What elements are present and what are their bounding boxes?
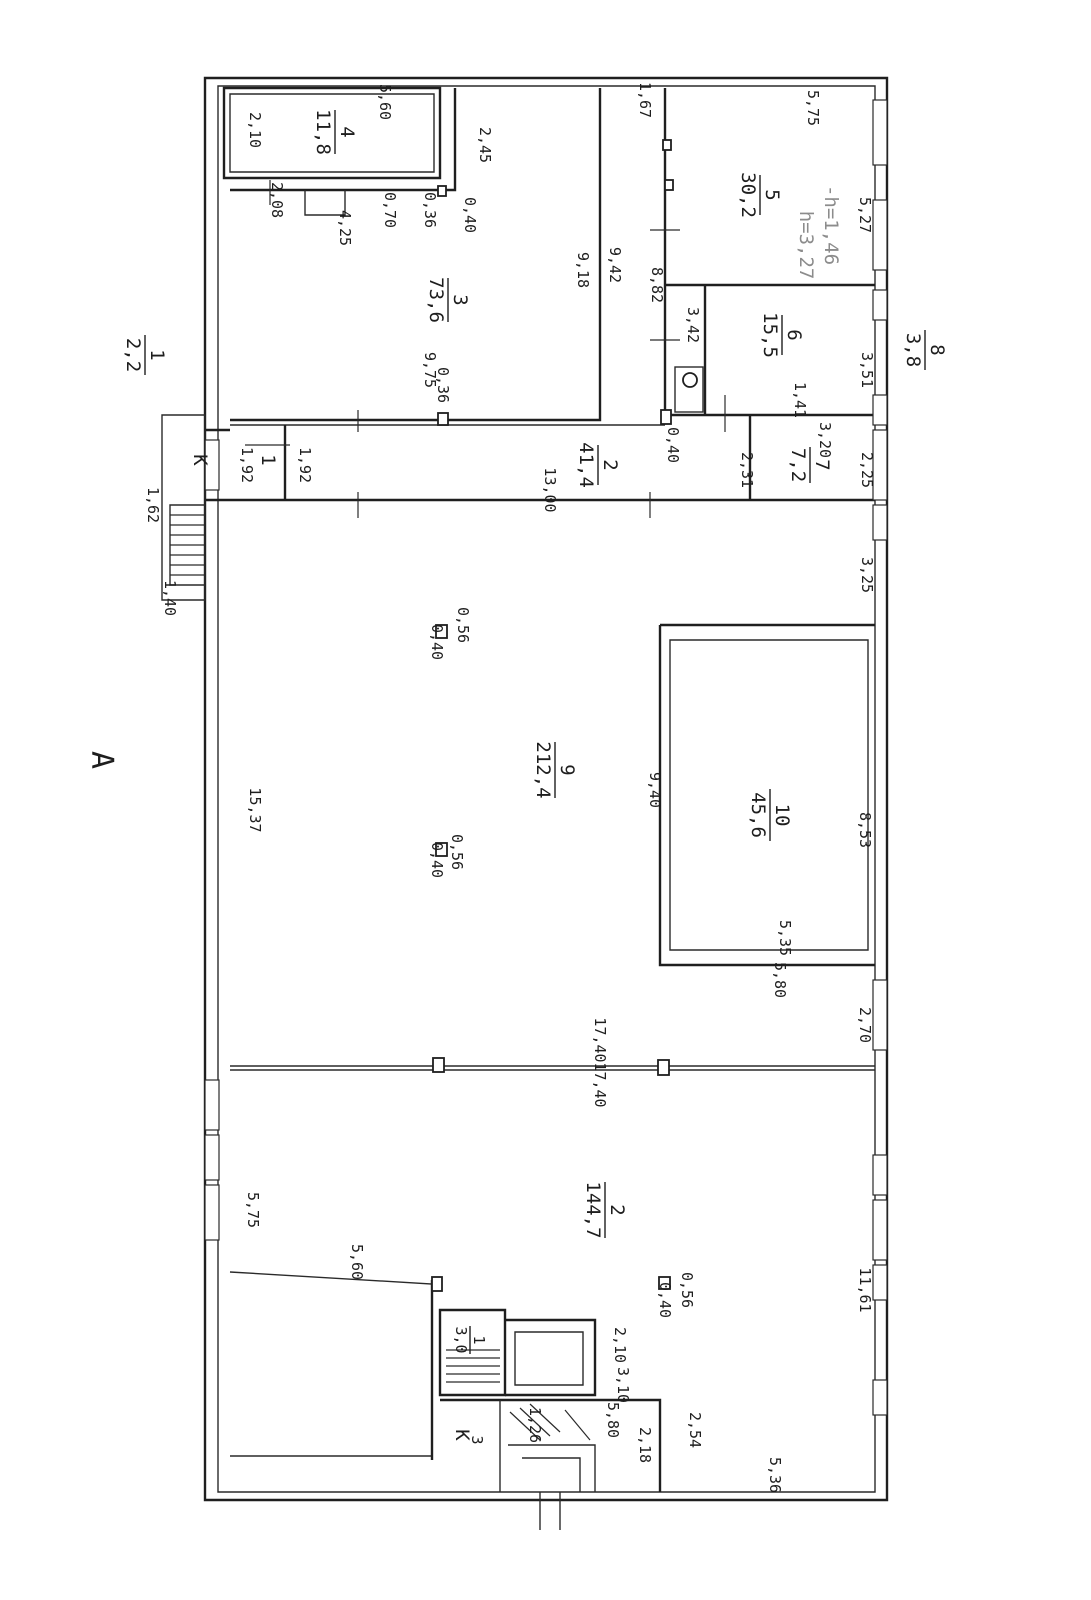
dim-0-56b: 0,56 — [448, 834, 466, 870]
room-5-height-2: -h=1,46 — [820, 185, 842, 265]
dim-2-10: 2,10 — [246, 112, 264, 148]
dim-0-40d: 0,40 — [428, 842, 446, 878]
room-5-area: 30,2 — [737, 172, 759, 218]
dim-0-40b: 0,40 — [664, 427, 682, 463]
dim-5-80: 5,80 — [771, 962, 789, 998]
dim-5-35: 5,35 — [776, 920, 794, 956]
dim-2-45: 2,45 — [476, 127, 494, 163]
dim-5-36: 5,36 — [766, 1457, 784, 1493]
dim-15-37: 15,37 — [246, 787, 264, 832]
room-7-area: 7,2 — [787, 448, 809, 482]
dim-0-36a: 0,36 — [421, 192, 439, 228]
room-2b-number: 2 — [606, 1204, 628, 1215]
room-6-area: 15,5 — [759, 312, 781, 358]
room-4-area: 11,8 — [312, 109, 334, 155]
frac-1-num: 1 — [146, 349, 168, 360]
dim-9-42: 9,42 — [606, 247, 624, 283]
frac-1-den: 2,2 — [122, 338, 144, 372]
dim-1-62: 1,62 — [144, 487, 162, 523]
dim-17-40a: 17,40 — [591, 1017, 609, 1062]
interior-walls — [222, 86, 875, 1530]
room-1-number: 1 — [257, 454, 279, 465]
stair-mark-sub: 3 — [468, 1435, 486, 1444]
outer-walls — [203, 76, 889, 1502]
dim-3-10: 3,10 — [614, 1367, 632, 1403]
dim-8-53: 8,53 — [856, 812, 874, 848]
room-5-height: h=3,27 — [795, 211, 817, 280]
dim-11-61: 11,61 — [856, 1267, 874, 1312]
dim-2-08: 2,08 — [268, 182, 286, 218]
dim-1-40: 1,40 — [161, 580, 179, 616]
entrance-mark: K — [189, 454, 211, 466]
dim-5-75b: 5,75 — [244, 1192, 262, 1228]
room-9-number: 9 — [556, 764, 578, 775]
dim-2-18: 2,18 — [636, 1427, 654, 1463]
dim-1-41: 1,41 — [791, 382, 809, 418]
room-labels: 4 11,8 3 73,6 5 30,2 h=3,27 -h=1,46 6 15… — [257, 109, 842, 1354]
dim-9-40: 9,40 — [646, 772, 664, 808]
dim-5-75: 5,75 — [804, 90, 822, 126]
dim-0-56c: 0,56 — [678, 1272, 696, 1308]
dim-5-60b: 5,60 — [348, 1244, 366, 1280]
room-9-area: 212,4 — [532, 741, 554, 798]
dim-0-36b: 0,36 — [434, 367, 452, 403]
dim-5-27: 5,27 — [856, 197, 874, 233]
dim-1-92a: 1,92 — [238, 447, 256, 483]
dim-4-25: 4,25 — [336, 210, 354, 246]
dim-2-25: 2,25 — [858, 452, 876, 488]
room-3-area: 73,6 — [425, 277, 447, 323]
inner-stair-hatch — [446, 1349, 591, 1441]
dim-17-40b: 17,40 — [591, 1062, 609, 1107]
dim-8-82: 8,82 — [648, 267, 666, 303]
room-4-number: 4 — [336, 126, 358, 137]
dim-9-75: 9,75 — [421, 352, 439, 388]
frac-8-den: 3,8 — [902, 333, 924, 367]
wall-ticks — [245, 180, 726, 518]
dim-1-67: 1,67 — [636, 82, 654, 118]
dim-0-70: 0,70 — [381, 192, 399, 228]
dim-0-56a: 0,56 — [454, 607, 472, 643]
room-stair-area: 3,0 — [452, 1326, 470, 1353]
dim-9-18: 9,18 — [574, 252, 592, 288]
sheet-letter: A — [84, 751, 119, 769]
room-2b-area: 144,7 — [582, 1181, 604, 1238]
dim-0-40e: 0,40 — [656, 1282, 674, 1318]
frac-8-num: 8 — [926, 344, 948, 355]
dim-5-60: 5,60 — [376, 84, 394, 120]
dim-0-40c: 0,40 — [428, 624, 446, 660]
dim-2-10b: 2,10 — [611, 1327, 629, 1363]
dim-3-25: 3,25 — [858, 557, 876, 593]
dim-0-40a: 0,40 — [461, 197, 479, 233]
room-3-number: 3 — [449, 294, 471, 305]
dim-2-70: 2,70 — [856, 1007, 874, 1043]
stair-mark: K — [451, 1429, 473, 1441]
dim-1-26: 1,26 — [526, 1407, 544, 1443]
room-stair-number: 1 — [470, 1335, 488, 1344]
dim-5-80b: 5,80 — [604, 1402, 622, 1438]
room-2a-area: 41,4 — [575, 442, 597, 488]
page-marks: A K K 3 1 2,2 8 3,8 — [84, 330, 948, 1445]
dim-3-42: 3,42 — [684, 307, 702, 343]
dim-1-92b: 1,92 — [296, 447, 314, 483]
dim-2-31: 2,31 — [738, 452, 756, 488]
room-5-number: 5 — [761, 189, 783, 200]
room-2a-number: 2 — [599, 459, 621, 470]
room-10-number: 10 — [771, 804, 793, 827]
dim-3-51: 3,51 — [858, 352, 876, 388]
dimension-labels: 5,60 2,10 2,45 2,08 4,25 0,70 0,36 0,40 … — [144, 82, 876, 1493]
columns — [431, 139, 704, 1292]
windows — [204, 99, 888, 1416]
room-6-number: 6 — [783, 329, 805, 340]
room-7-number: 7 — [811, 459, 833, 470]
entrance-stair — [161, 414, 206, 601]
dim-13-00: 13,00 — [541, 467, 559, 512]
dim-3-20: 3,20 — [816, 422, 834, 458]
dim-2-54: 2,54 — [686, 1412, 704, 1448]
room-10-area: 45,6 — [747, 792, 769, 838]
